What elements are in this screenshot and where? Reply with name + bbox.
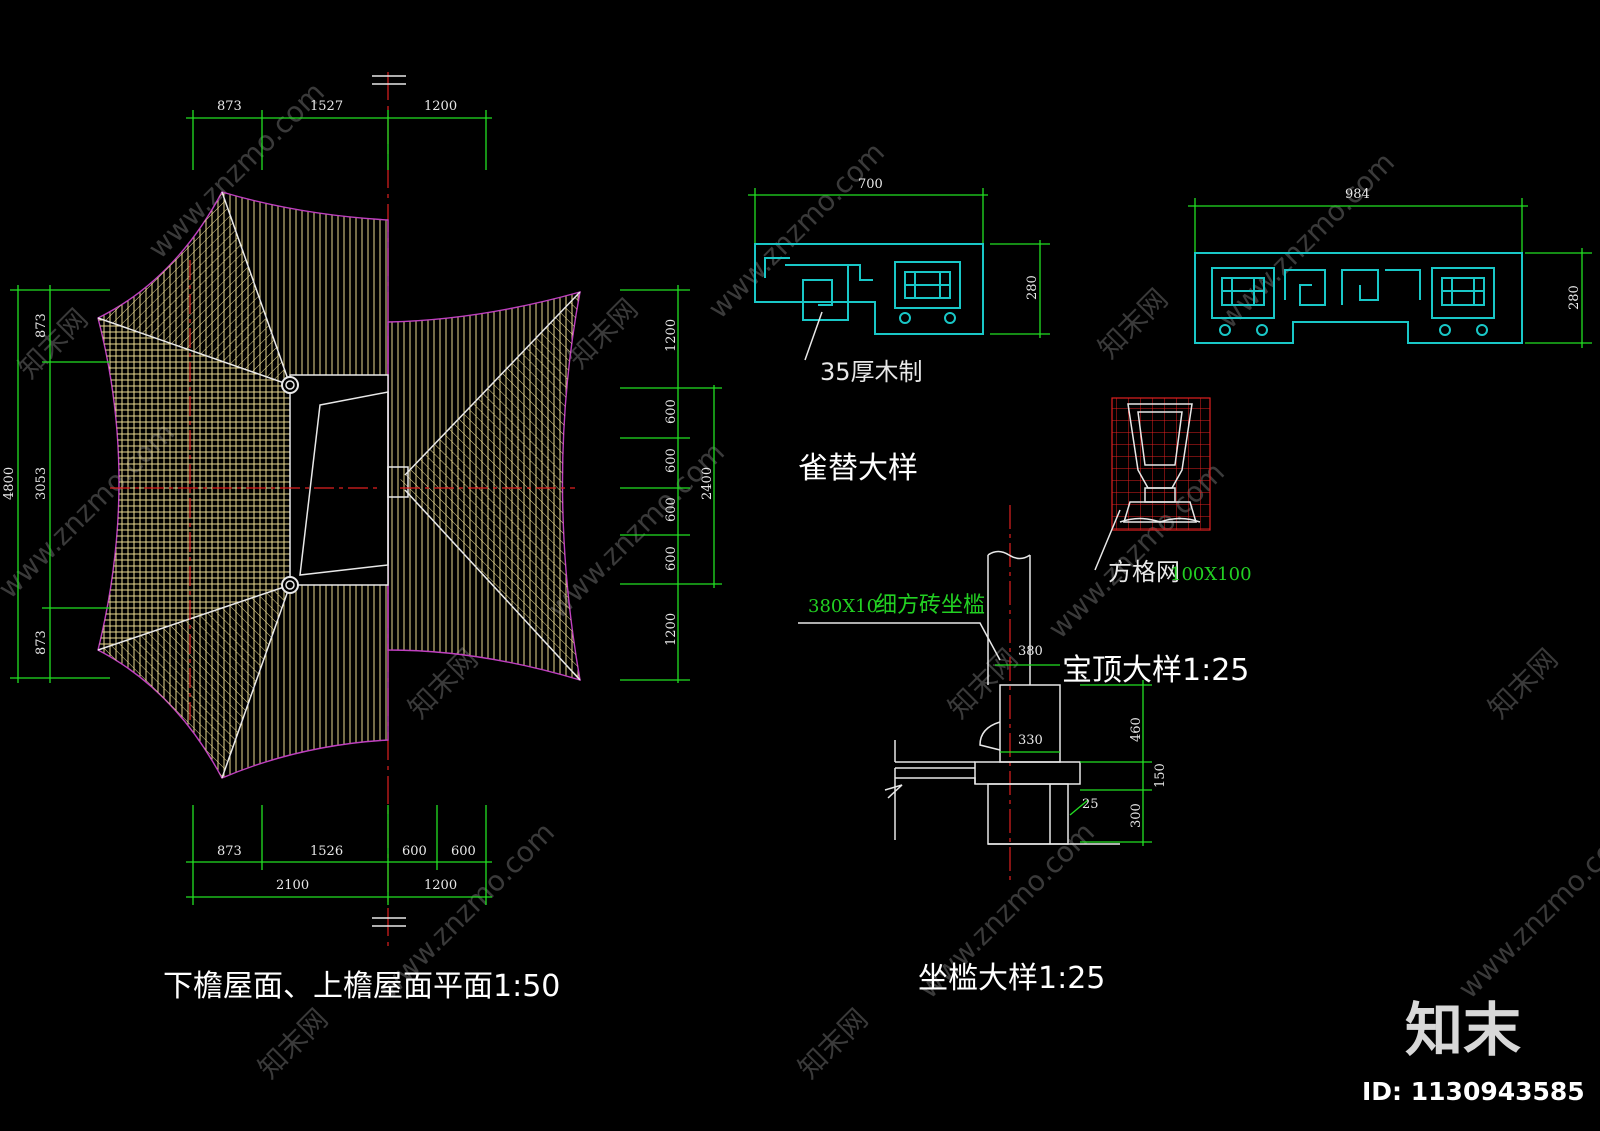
bracket-left-height: 280 <box>1025 275 1040 300</box>
bench-height-2: 150 <box>1153 763 1168 788</box>
dim-left-total: 4800 <box>2 467 17 500</box>
bracket-right-width: 984 <box>1345 187 1370 202</box>
brand-logo: 知末 <box>1405 996 1521 1064</box>
bracket-right-height: 280 <box>1567 285 1582 310</box>
dim-right-total: 2400 <box>700 467 715 500</box>
watermark-11: 知末网 <box>942 642 1025 725</box>
brick-size-note: 380X10 <box>808 596 878 617</box>
watermark-3: www.znzmo.com <box>702 136 891 325</box>
watermark-14: 知末网 <box>252 1002 335 1085</box>
dim-right-6: 1200 <box>664 613 679 646</box>
dim-bottom-1: 873 <box>217 844 242 859</box>
watermark-17: www.znzmo.com <box>1452 816 1600 1005</box>
grid-note: 方格网 <box>1108 558 1180 586</box>
brand: 知末 ID: 1130943585 <box>1362 996 1585 1106</box>
bench-title: 坐槛大样1:25 <box>918 961 1105 996</box>
bench-height-3: 300 <box>1129 803 1144 828</box>
grid-size-note: 100X100 <box>1170 564 1252 585</box>
roof-plan: 873 1527 1200 873 3053 873 4800 <box>2 72 722 1004</box>
dim-left-1: 873 <box>34 313 49 338</box>
bracket-left: 700 280 35厚木制 <box>748 177 1050 386</box>
bench-offset: 25 <box>1082 797 1099 812</box>
bottom-dims: 873 1526 600 600 2100 1200 <box>186 805 492 905</box>
bracket-right: 984 280 <box>1188 187 1592 348</box>
dim-bottom-total-2: 1200 <box>424 878 457 893</box>
watermark-6: 知末网 <box>1092 282 1175 365</box>
dim-right-1: 1200 <box>664 319 679 352</box>
bench-detail: 380X10 细方砖坐槛 380 330 460 150 300 25 <box>798 505 1168 885</box>
top-dims: 873 1527 1200 <box>186 99 492 170</box>
dim-bottom-total-1: 2100 <box>276 878 309 893</box>
bench-height-1: 460 <box>1129 717 1144 742</box>
dim-bottom-4: 600 <box>451 844 476 859</box>
dim-left-2: 3053 <box>34 467 49 500</box>
watermark-16: 知末网 <box>792 1002 875 1085</box>
bracket-left-width: 700 <box>858 177 883 192</box>
dim-top-1: 873 <box>217 99 242 114</box>
dim-bottom-2: 1526 <box>310 844 343 859</box>
dim-top-3: 1200 <box>424 99 457 114</box>
dim-top-2: 1527 <box>310 99 343 114</box>
dim-right-4: 600 <box>664 497 679 522</box>
dim-right-5: 600 <box>664 546 679 571</box>
bench-top-width: 380 <box>1018 644 1043 659</box>
watermark-12: 知末网 <box>1482 642 1565 725</box>
watermark-2: 知末网 <box>12 302 95 385</box>
watermark-5: www.znzmo.com <box>1212 146 1401 335</box>
roof-plan-title: 下檐屋面、上檐屋面平面1:50 <box>163 969 560 1004</box>
bench-mid-width: 330 <box>1018 733 1043 748</box>
finial-title: 宝顶大样1:25 <box>1062 653 1249 688</box>
left-dims: 873 3053 873 4800 <box>2 285 110 683</box>
finial-detail: 方格网 100X100 <box>1094 397 1252 586</box>
dim-bottom-3: 600 <box>402 844 427 859</box>
right-dims: 1200 600 600 600 600 1200 2400 <box>620 285 722 683</box>
brick-note: 细方砖坐槛 <box>875 593 985 618</box>
dim-right-2: 600 <box>664 399 679 424</box>
watermark-8: www.znzmo.com <box>542 436 731 625</box>
dim-left-3: 873 <box>34 630 49 655</box>
dim-right-3: 600 <box>664 448 679 473</box>
brand-id: ID: 1130943585 <box>1362 1077 1585 1106</box>
wood-note: 35厚木制 <box>820 358 923 386</box>
bracket-title: 雀替大样 <box>798 451 918 486</box>
